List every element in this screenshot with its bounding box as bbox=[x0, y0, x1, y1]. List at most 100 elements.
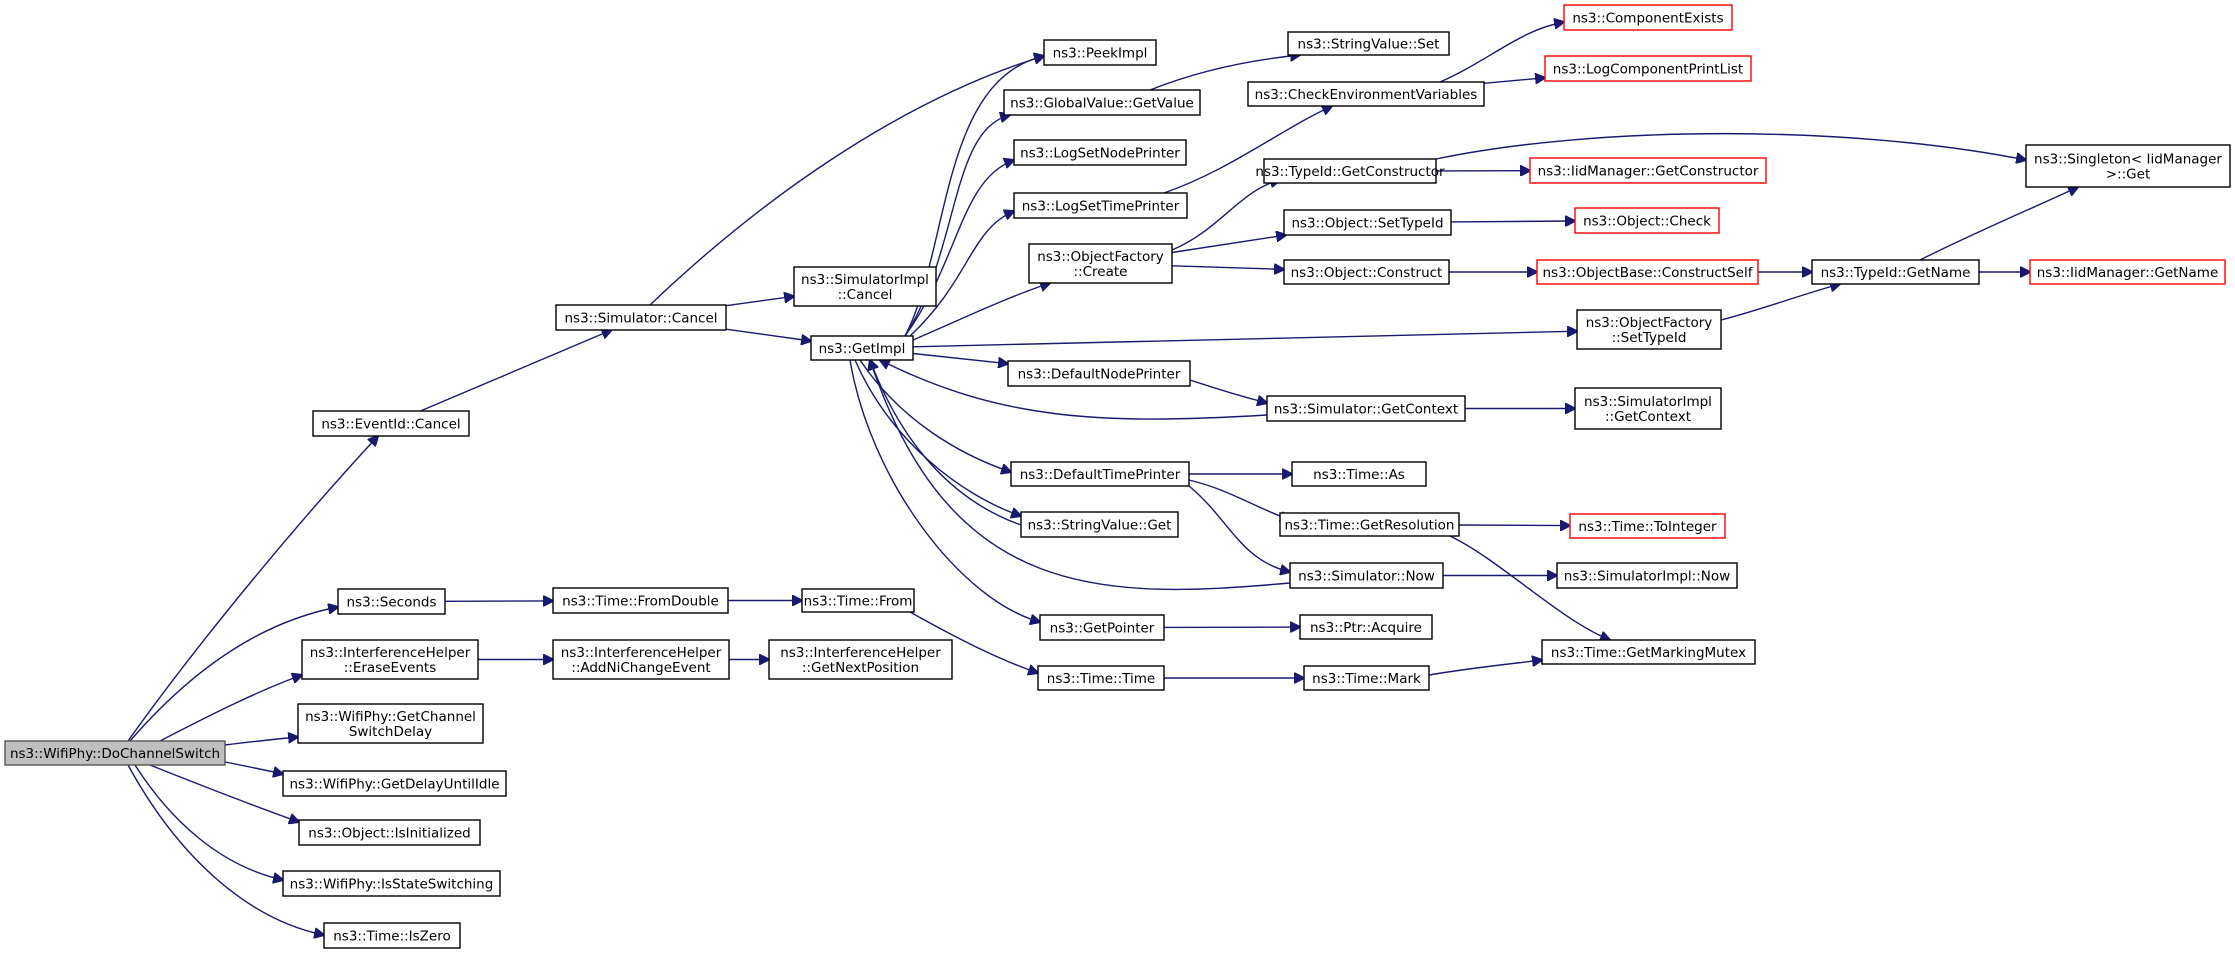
edge-GetImpl-to-DefaultNodePrinter bbox=[912, 352, 1008, 364]
node-SimulatorGetContext[interactable]: ns3::Simulator::GetContext bbox=[1266, 395, 1466, 422]
node-TimeTime[interactable]: ns3::Time::Time bbox=[1037, 665, 1165, 691]
node-label: ns3::GetPointer bbox=[1050, 621, 1155, 637]
node-label: >::Get bbox=[2106, 167, 2150, 183]
node-LogSetTimePrinter[interactable]: ns3::LogSetTimePrinter bbox=[1013, 192, 1188, 219]
node-label: ns3::ObjectFactory bbox=[1586, 315, 1713, 331]
node-PeekImpl[interactable]: ns3::PeekImpl bbox=[1043, 39, 1157, 66]
node-TypeIdGetName[interactable]: ns3::TypeId::GetName bbox=[1811, 259, 1980, 285]
node-IsInitialized[interactable]: ns3::Object::IsInitialized bbox=[298, 819, 481, 846]
node-GetDelayUntilIdle[interactable]: ns3::WifiPhy::GetDelayUntilIdle bbox=[282, 770, 507, 797]
node-label: ns3::SimulatorImpl bbox=[801, 272, 929, 288]
node-box bbox=[1003, 89, 1201, 116]
edge-LogSetTimePrinter-to-CheckEnvironmentVariables bbox=[1163, 106, 1332, 194]
node-StringValueGet[interactable]: ns3::StringValue::Get bbox=[1020, 511, 1179, 538]
node-label: ns3::Time::ToInteger bbox=[1578, 519, 1717, 535]
node-GetNextPosition[interactable]: ns3::InterferenceHelper::GetNextPosition bbox=[768, 639, 953, 680]
node-label: ns3::ObjectFactory bbox=[1037, 249, 1164, 265]
node-ObjectFactoryCreate[interactable]: ns3::ObjectFactory::Create bbox=[1028, 243, 1173, 284]
node-label: ns3::LogSetNodePrinter bbox=[1020, 146, 1180, 162]
node-box bbox=[1020, 511, 1179, 538]
node-DefaultTimePrinter[interactable]: ns3::DefaultTimePrinter bbox=[1010, 461, 1190, 487]
node-box bbox=[1576, 309, 1722, 350]
node-label: ns3::Time::GetResolution bbox=[1284, 518, 1454, 534]
edge-EventIdCancel-to-SimulatorCancel bbox=[420, 330, 612, 412]
node-SimulatorImplNow[interactable]: ns3::SimulatorImpl::Now bbox=[1556, 562, 1738, 589]
node-AddNiChangeEvent[interactable]: ns3::InterferenceHelper::AddNiChangeEven… bbox=[552, 639, 730, 680]
node-GetMarkingMutex[interactable]: ns3::Time::GetMarkingMutex bbox=[1541, 639, 1756, 665]
node-box bbox=[1263, 158, 1437, 184]
edge-TimeGetResolution-to-GetMarkingMutex bbox=[1449, 535, 1610, 640]
node-Seconds[interactable]: ns3::Seconds bbox=[337, 588, 446, 615]
node-IidManagerGetName[interactable]: ns3::IidManager::GetName bbox=[2029, 259, 2226, 285]
node-box bbox=[298, 819, 481, 846]
node-label: ns3::StringValue::Set bbox=[1298, 37, 1440, 53]
node-TimeToInteger[interactable]: ns3::Time::ToInteger bbox=[1569, 513, 1726, 539]
node-GetImpl[interactable]: ns3::GetImpl bbox=[810, 335, 914, 361]
node-GlobalValueGetValue[interactable]: ns3::GlobalValue::GetValue bbox=[1003, 89, 1201, 116]
node-label: ns3::Time::From bbox=[804, 594, 913, 610]
node-box bbox=[555, 304, 727, 331]
node-DefaultNodePrinter[interactable]: ns3::DefaultNodePrinter bbox=[1007, 360, 1191, 387]
node-label: ::GetContext bbox=[1605, 409, 1691, 425]
node-SingletonGet[interactable]: ns3::Singleton< IidManager >::Get bbox=[2025, 144, 2231, 188]
node-label: ns3::IidManager::GetConstructor bbox=[1538, 164, 1759, 180]
node-IsStateSwitching[interactable]: ns3::WifiPhy::IsStateSwitching bbox=[282, 870, 501, 897]
node-label: ns3::Object::IsInitialized bbox=[308, 826, 470, 842]
node-LogComponentPrintList[interactable]: ns3::LogComponentPrintList bbox=[1544, 55, 1752, 82]
node-EventIdCancel[interactable]: ns3::EventId::Cancel bbox=[312, 410, 470, 437]
edge-GlobalValueGetValue-to-StringValueSet bbox=[1149, 55, 1300, 91]
node-PtrAcquire[interactable]: ns3::Ptr::Acquire bbox=[1299, 614, 1433, 640]
node-box bbox=[2029, 259, 2226, 285]
node-SimulatorCancel[interactable]: ns3::Simulator::Cancel bbox=[555, 304, 727, 331]
node-ObjectSetTypeId[interactable]: ns3::Object::SetTypeId bbox=[1283, 209, 1452, 236]
node-TimeGetResolution[interactable]: ns3::Time::GetResolution bbox=[1279, 512, 1460, 537]
node-label: ns3::InterferenceHelper bbox=[561, 645, 722, 661]
edge-TypeIdGetConstructor-to-SingletonGet bbox=[1435, 132, 2026, 160]
node-label: ns3::SimulatorImpl bbox=[1584, 394, 1712, 410]
node-DoChannelSwitch[interactable]: ns3::WifiPhy::DoChannelSwitch bbox=[4, 740, 226, 766]
edge-TimeGetResolution-to-TimeToInteger bbox=[1458, 525, 1570, 526]
node-TypeIdGetConstructor[interactable]: ns3::TypeId::GetConstructor bbox=[1255, 158, 1445, 184]
node-box bbox=[1556, 562, 1738, 589]
node-box bbox=[1287, 31, 1450, 56]
node-box bbox=[1563, 4, 1733, 31]
node-EraseEvents[interactable]: ns3::InterferenceHelper::EraseEvents bbox=[301, 639, 479, 680]
node-label: ns3::StringValue::Get bbox=[1028, 518, 1172, 534]
node-box bbox=[297, 703, 484, 744]
node-IidManagerGetConstructor[interactable]: ns3::IidManager::GetConstructor bbox=[1529, 157, 1767, 184]
node-ObjectCheck[interactable]: ns3::Object::Check bbox=[1574, 207, 1720, 234]
node-LogSetNodePrinter[interactable]: ns3::LogSetNodePrinter bbox=[1013, 139, 1187, 166]
node-ComponentExists[interactable]: ns3::ComponentExists bbox=[1563, 4, 1733, 31]
node-ObjectFactorySetTypeId[interactable]: ns3::ObjectFactory::SetTypeId bbox=[1576, 309, 1722, 350]
node-TimeMark[interactable]: ns3::Time::Mark bbox=[1303, 665, 1430, 691]
node-ObjectConstruct[interactable]: ns3::Object::Construct bbox=[1283, 259, 1450, 285]
node-label: ns3::Time::GetMarkingMutex bbox=[1551, 645, 1746, 661]
edge-DoChannelSwitch-to-IsStateSwitching bbox=[134, 764, 283, 880]
node-GetPointer[interactable]: ns3::GetPointer bbox=[1039, 614, 1165, 641]
edge-DefaultNodePrinter-to-SimulatorGetContext bbox=[1189, 379, 1267, 403]
node-SimulatorImplCancel[interactable]: ns3::SimulatorImpl::Cancel bbox=[793, 266, 937, 307]
node-label: ns3::Object::Construct bbox=[1291, 265, 1443, 281]
edge-ObjectFactoryCreate-to-ObjectConstruct bbox=[1171, 266, 1284, 270]
node-label: ns3::WifiPhy::GetDelayUntilIdle bbox=[290, 777, 500, 793]
node-label: ::SetTypeId bbox=[1612, 330, 1687, 346]
edge-DoChannelSwitch-to-GetDelayUntilIdle bbox=[224, 761, 283, 774]
node-ConstructSelf[interactable]: ns3::ObjectBase::ConstructSelf bbox=[1536, 259, 1759, 285]
node-SimulatorNow[interactable]: ns3::Simulator::Now bbox=[1289, 562, 1444, 589]
node-CheckEnvironmentVariables[interactable]: ns3::CheckEnvironmentVariables bbox=[1247, 81, 1485, 107]
node-box bbox=[1013, 192, 1188, 219]
node-IsZero[interactable]: ns3::Time::IsZero bbox=[323, 922, 461, 949]
node-TimeFrom[interactable]: ns3::Time::From bbox=[801, 588, 915, 613]
node-box bbox=[1811, 259, 1980, 285]
node-label: ns3::GetImpl bbox=[819, 341, 906, 357]
node-label: ns3::Time::Time bbox=[1047, 671, 1155, 687]
node-label: ns3::Simulator::Now bbox=[1298, 569, 1435, 585]
node-FromDouble[interactable]: ns3::Time::FromDouble bbox=[552, 587, 729, 614]
node-box bbox=[312, 410, 470, 437]
node-StringValueSet[interactable]: ns3::StringValue::Set bbox=[1287, 31, 1450, 56]
node-SimulatorImplGetContext[interactable]: ns3::SimulatorImpl::GetContext bbox=[1574, 387, 1722, 430]
node-TimeAs[interactable]: ns3::Time::As bbox=[1291, 461, 1427, 487]
edges-layer bbox=[127, 22, 2078, 935]
node-label: ns3::WifiPhy::IsStateSwitching bbox=[290, 877, 494, 893]
